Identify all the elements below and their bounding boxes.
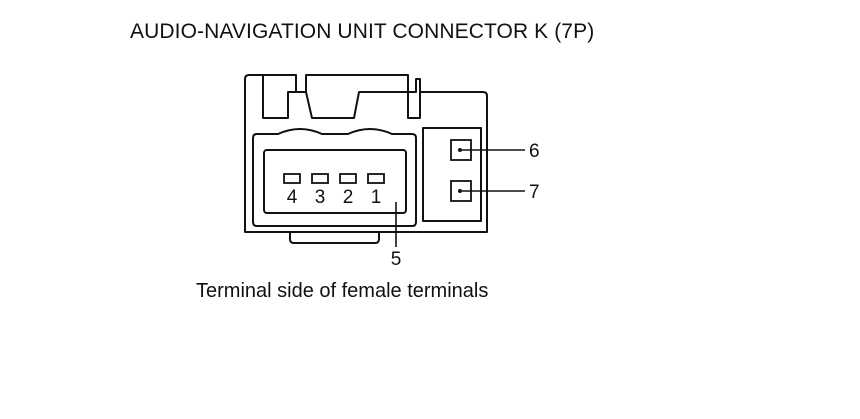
terminal-3-pin (311, 173, 329, 184)
connector-bottom-key (289, 232, 380, 244)
terminal-label-4: 4 (287, 187, 298, 208)
terminal-label-5: 5 (391, 249, 402, 270)
terminal-label-7: 7 (529, 182, 540, 203)
terminal-4-pin (283, 173, 301, 184)
diagram-caption: Terminal side of female terminals (196, 280, 489, 302)
terminal-7-dot (458, 189, 462, 193)
terminal-6-dot (458, 148, 462, 152)
terminal-2-pin (339, 173, 357, 184)
connector-top-latch (262, 75, 421, 119)
terminal-1-pin (367, 173, 385, 184)
main-cavity-outer (252, 128, 417, 227)
main-cavity-inner (263, 149, 407, 214)
terminal-label-1: 1 (371, 187, 382, 208)
terminal-label-3: 3 (315, 187, 326, 208)
terminal-label-2: 2 (343, 187, 354, 208)
terminal-label-6: 6 (529, 141, 540, 162)
diagram-title: AUDIO-NAVIGATION UNIT CONNECTOR K (7P) (130, 20, 595, 43)
side-cavity (422, 127, 482, 222)
